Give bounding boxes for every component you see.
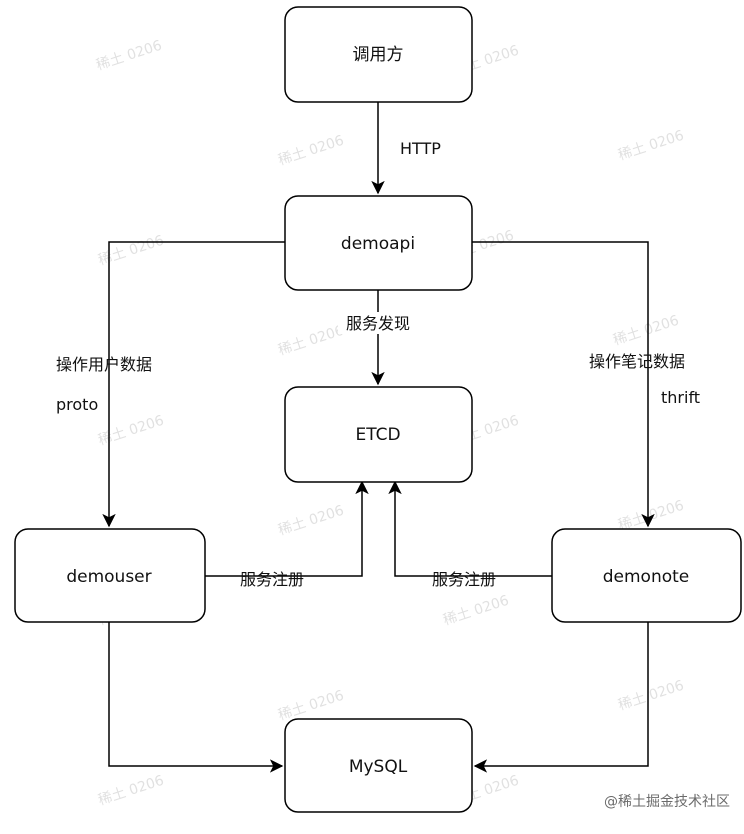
watermark-text: 稀土 0206: [276, 323, 346, 359]
edge-demouser-to-mysql: [108, 622, 284, 773]
watermark-text: 稀土 0206: [441, 593, 511, 629]
watermark-text: 稀土 0206: [616, 128, 686, 164]
label-service-discovery-bg: [338, 312, 418, 334]
label-note-register: 服务注册: [432, 570, 496, 589]
node-mysql: MySQL: [284, 718, 473, 813]
label-thrift: thrift: [661, 388, 700, 407]
node-demonote: demonote: [551, 528, 742, 623]
label-http: HTTP: [400, 139, 441, 158]
edge-demonote-to-etcd: [388, 480, 552, 577]
label-proto: proto: [56, 395, 98, 414]
node-demoapi: demoapi: [284, 195, 473, 291]
watermark-text: 稀土 0206: [96, 773, 166, 809]
watermark-text: 稀土 0206: [276, 133, 346, 169]
node-demoapi-label: demoapi: [341, 234, 415, 254]
watermark-text: 稀土 0206: [276, 503, 346, 539]
watermark-text: 稀土 0206: [94, 38, 164, 74]
watermark-text: 稀土 0206: [96, 233, 166, 269]
label-note-ops: 操作笔记数据: [589, 352, 685, 371]
node-etcd-label: ETCD: [355, 425, 400, 445]
label-service-discovery: 服务发现: [346, 314, 410, 333]
footer-brand: @稀土掘金技术社区: [604, 794, 730, 810]
edge-demoapi-to-demonote: [472, 241, 655, 528]
watermark-text: 稀土 0206: [616, 678, 686, 714]
node-demouser-label: demouser: [66, 567, 151, 587]
node-etcd: ETCD: [284, 386, 473, 483]
node-caller-label: 调用方: [353, 45, 404, 65]
edges: [102, 102, 655, 773]
watermark-text: 稀土 0206: [611, 313, 681, 349]
edge-demonote-to-mysql: [473, 622, 649, 773]
edge-demouser-to-etcd: [205, 480, 369, 577]
edge-demoapi-to-demouser: [102, 241, 285, 528]
edge-labels: HTTP 服务发现 操作用户数据 proto 操作笔记数据 thrift 服务注…: [56, 139, 700, 589]
label-user-ops: 操作用户数据: [56, 355, 152, 374]
node-demouser: demouser: [14, 528, 206, 623]
node-demonote-label: demonote: [603, 567, 690, 587]
node-caller: 调用方: [284, 6, 473, 103]
label-user-register: 服务注册: [240, 570, 304, 589]
watermark-text: 稀土 0206: [96, 413, 166, 449]
node-mysql-label: MySQL: [349, 757, 408, 777]
